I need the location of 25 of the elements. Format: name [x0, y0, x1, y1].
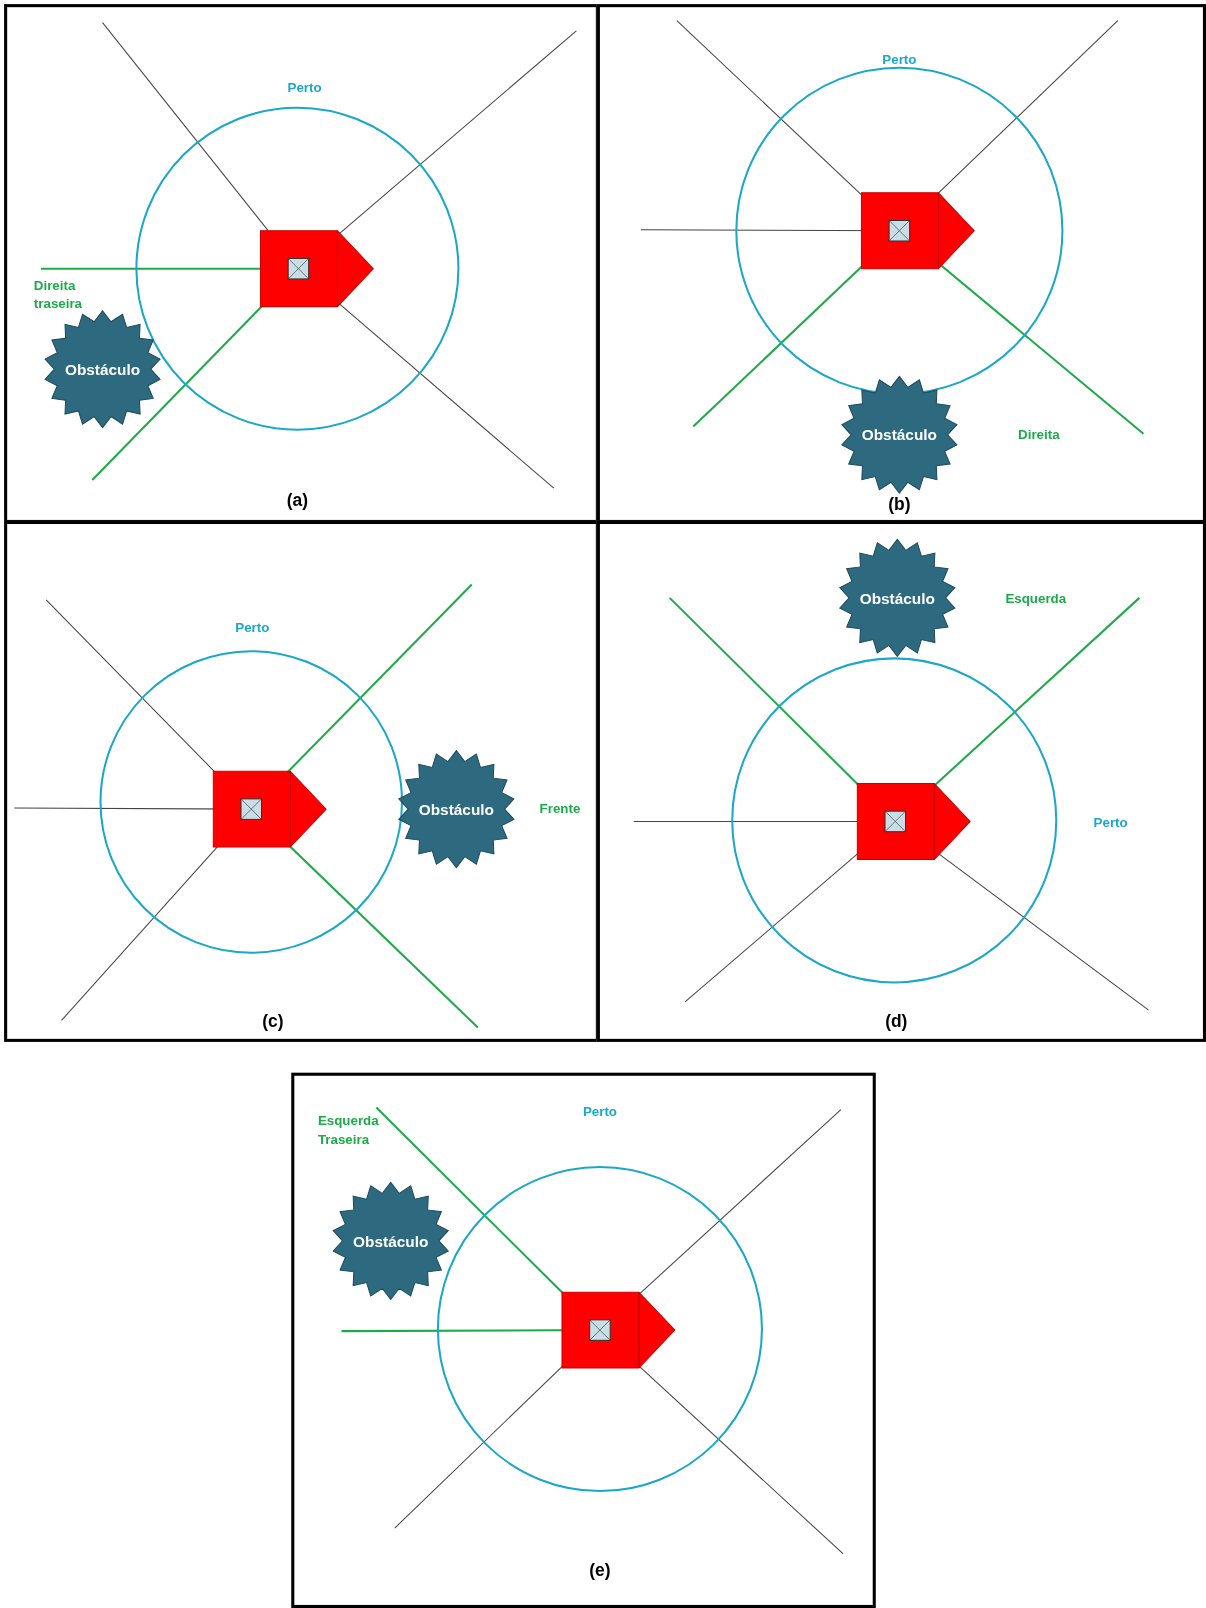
- range-label: Perto: [287, 78, 322, 97]
- panel-caption: (e): [589, 1560, 611, 1582]
- range-label: Perto: [1093, 813, 1128, 832]
- sector-label: Esquerda Traseira: [317, 1112, 380, 1149]
- sector-label: Esquerda: [1005, 589, 1067, 608]
- panel-caption: (b): [888, 494, 911, 515]
- panel-frame: [596, 4, 1206, 523]
- sector-label: Direita: [1018, 425, 1060, 444]
- obstacle-label: Obstáculo: [859, 589, 935, 607]
- obstacle-label: Obstáculo: [861, 426, 937, 444]
- range-label: Perto: [582, 1102, 617, 1121]
- panel-caption: (d): [885, 1011, 908, 1032]
- panel-frame: [596, 520, 1206, 1042]
- panel-frame: [4, 4, 599, 523]
- range-label: Perto: [882, 50, 917, 69]
- panel-frame: [4, 520, 599, 1042]
- obstacle-label: Obstáculo: [353, 1232, 429, 1250]
- panel-caption: (c): [262, 1011, 284, 1032]
- obstacle-label: Obstáculo: [418, 800, 494, 818]
- obstacle-label: Obstáculo: [64, 360, 141, 378]
- sector-label: Direita traseira: [33, 276, 83, 313]
- sector-label: Frente: [539, 800, 581, 819]
- range-label: Perto: [235, 618, 270, 637]
- panel-frame: [291, 1072, 876, 1608]
- panel-caption: (a): [286, 490, 309, 511]
